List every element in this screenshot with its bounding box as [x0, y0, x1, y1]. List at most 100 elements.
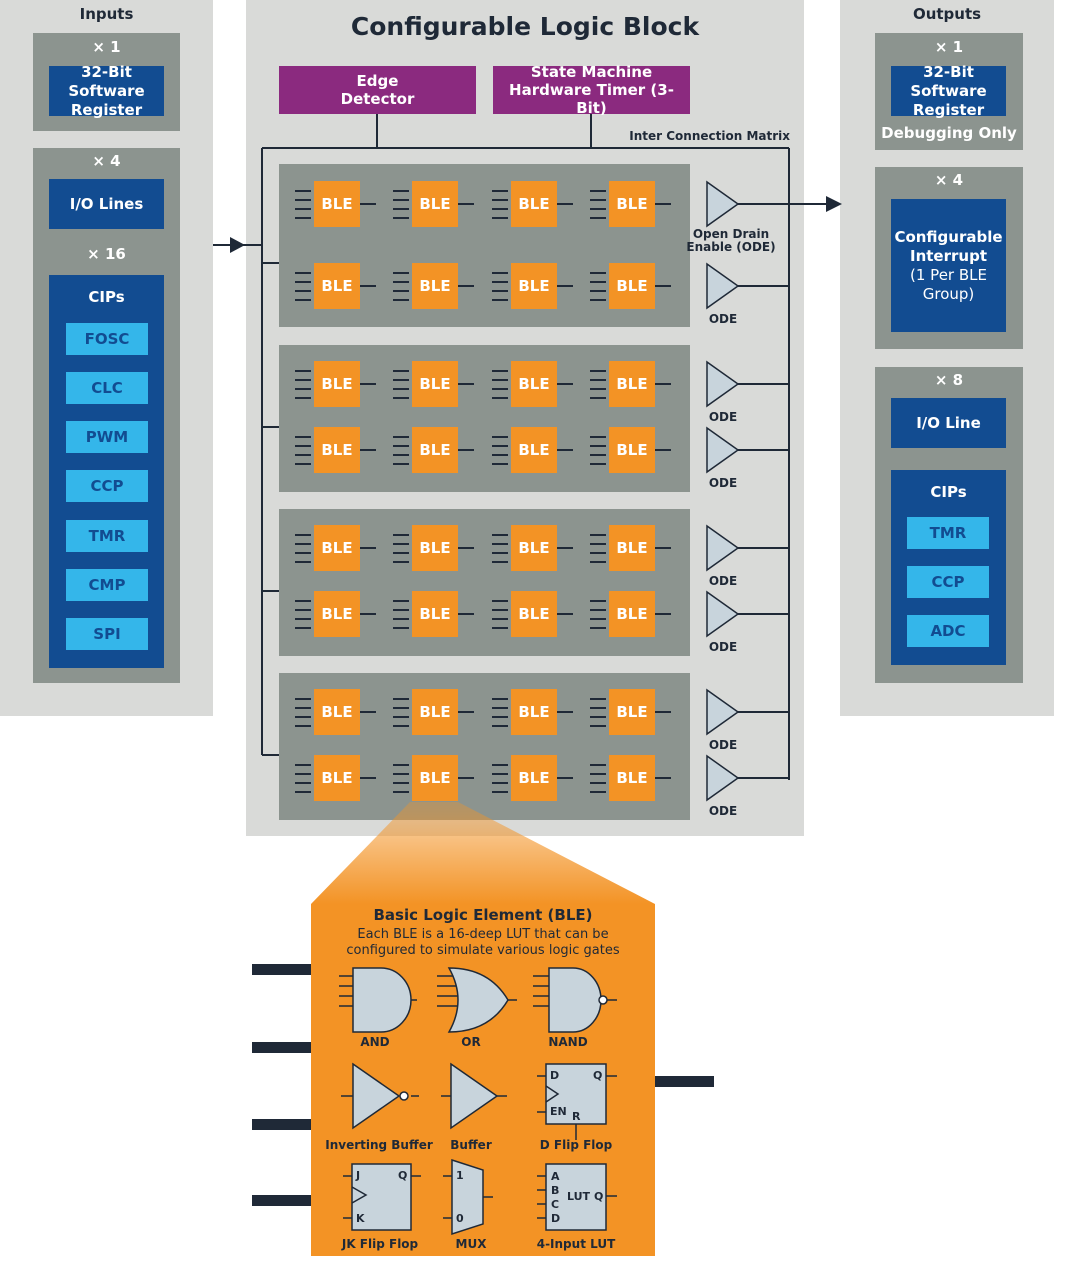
- ode-buffer-icon-1: [706, 180, 740, 228]
- ble-input-line: [492, 716, 508, 718]
- ble-input-line: [590, 199, 606, 201]
- ble-input-line: [590, 552, 606, 554]
- ble-input-line: [295, 627, 311, 629]
- ble-2-2: BLE: [412, 263, 458, 309]
- ble-detail-desc-1: Each BLE is a 16-deep LUT that can be: [357, 927, 609, 942]
- ble-output-line: [655, 547, 671, 549]
- ble-input-line: [590, 272, 606, 274]
- ble-input-line: [492, 552, 508, 554]
- ble-output-line: [655, 383, 671, 385]
- dff-pin-en: EN: [550, 1105, 567, 1118]
- ble-output-line: [557, 547, 573, 549]
- input-io-mult: × 4: [92, 152, 121, 170]
- output-io-line: I/O Line: [891, 398, 1006, 448]
- ble-input-line: [295, 397, 311, 399]
- ble-input-line: [492, 698, 508, 700]
- ble-input-line: [295, 791, 311, 793]
- ble-input-line: [590, 561, 606, 563]
- ble-input-line: [393, 764, 409, 766]
- dff-pin-q: Q: [593, 1069, 602, 1082]
- ble-3-4: BLE: [609, 361, 655, 407]
- ble-input-line: [295, 299, 311, 301]
- input-cip-clc: CLC: [66, 372, 148, 404]
- ode-buffer-icon-8: [706, 754, 740, 802]
- ode-label-3: ODE: [708, 410, 738, 424]
- ble-output-line: [458, 383, 474, 385]
- ble-input-line: [295, 217, 311, 219]
- ble-detail-title: Basic Logic Element (BLE): [373, 906, 593, 924]
- ble-input-line: [393, 618, 409, 620]
- ode-buffer-icon-3: [706, 360, 740, 408]
- ble-input-line: [590, 618, 606, 620]
- ble-7-4: BLE: [609, 689, 655, 735]
- ble-input-line: [590, 388, 606, 390]
- ble-2-3: BLE: [511, 263, 557, 309]
- output-software-register: 32-Bit Software Register: [891, 63, 1006, 119]
- ble-4-3: BLE: [511, 427, 557, 473]
- gate-symbols: AND OR NAND Inverting Buffer Buffer D Fl…: [325, 967, 617, 1251]
- ble-input-line: [492, 208, 508, 210]
- ble-input-line: [492, 782, 508, 784]
- ble-input-line: [295, 716, 311, 718]
- ble-input-line: [492, 190, 508, 192]
- ble-input-line: [590, 791, 606, 793]
- ble-input-line: [393, 725, 409, 727]
- ble-output-line: [557, 711, 573, 713]
- ble-input-line: [393, 552, 409, 554]
- ble-input-line: [393, 370, 409, 372]
- ble-input-line: [590, 782, 606, 784]
- output-cip-ccp: CCP: [907, 566, 989, 598]
- ble-input-line: [492, 618, 508, 620]
- ble-output-line: [458, 777, 474, 779]
- ble-input-line: [492, 561, 508, 563]
- ble-input-line: [295, 618, 311, 620]
- buffer-icon: [441, 1062, 507, 1130]
- ble-input-line: [295, 454, 311, 456]
- ble-1-2: BLE: [412, 181, 458, 227]
- ble-input-line: [393, 190, 409, 192]
- ble-input-line: [295, 463, 311, 465]
- ble-input-line: [393, 773, 409, 775]
- ble-input-line: [492, 370, 508, 372]
- ode-buffer-icon-6: [706, 590, 740, 638]
- ble-input-line: [492, 773, 508, 775]
- output-register-mult: × 1: [934, 38, 964, 56]
- ble-input-line: [295, 725, 311, 727]
- input-cip-tmr: TMR: [66, 520, 148, 552]
- ble-output-line: [557, 383, 573, 385]
- ble-5-1: BLE: [314, 525, 360, 571]
- ble-input-line: [590, 773, 606, 775]
- ble-input-line: [492, 764, 508, 766]
- ble-input-line: [492, 299, 508, 301]
- ble-input-line: [492, 272, 508, 274]
- ble-input-line: [492, 436, 508, 438]
- ble-input-line: [393, 436, 409, 438]
- ble-input-line: [393, 217, 409, 219]
- ble-output-line: [655, 711, 671, 713]
- ble-input-line: [590, 290, 606, 292]
- inverting-buffer-icon: [341, 1062, 419, 1130]
- ble-input-line: [492, 217, 508, 219]
- lut-icon: [537, 1163, 617, 1231]
- nand-gate-icon: [533, 967, 617, 1033]
- ble-input-line: [295, 600, 311, 602]
- jk-pin-k: K: [356, 1212, 365, 1225]
- ble-output-line: [360, 613, 376, 615]
- ble-input-line: [492, 627, 508, 629]
- ble-4-2: BLE: [412, 427, 458, 473]
- ble-3-2: BLE: [412, 361, 458, 407]
- ble-5-2: BLE: [412, 525, 458, 571]
- ble-7-3: BLE: [511, 689, 557, 735]
- ble-input-line: [590, 716, 606, 718]
- ble-input-line: [295, 561, 311, 563]
- ble-6-3: BLE: [511, 591, 557, 637]
- ble-output-line: [360, 547, 376, 549]
- input-software-register: 32-Bit Software Register: [49, 63, 164, 119]
- ble-input-line: [492, 445, 508, 447]
- ble-input-line: [393, 561, 409, 563]
- ble-8-3: BLE: [511, 755, 557, 801]
- ble-input-line: [492, 791, 508, 793]
- ble-output-line: [360, 203, 376, 205]
- ble-input-line: [393, 199, 409, 201]
